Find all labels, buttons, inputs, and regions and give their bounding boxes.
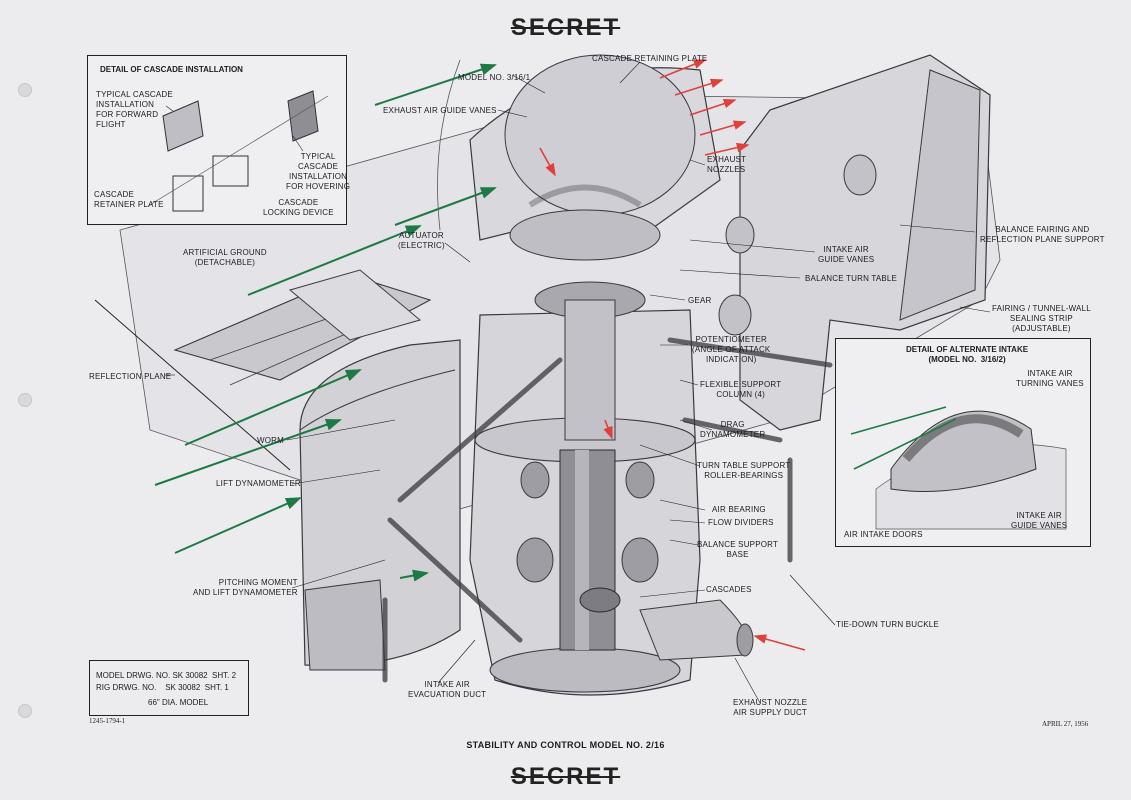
label-turning-vanes: INTAKE AIR TURNING VANES [1016, 369, 1084, 388]
label-locking-device: CASCADE LOCKING DEVICE [263, 198, 334, 217]
callout-balance-turn-table: BALANCE TURN TABLE [805, 274, 898, 283]
classification-top: SECRET [510, 14, 621, 41]
callout-actuator: ACTUATOR (ELECTRIC) [398, 231, 445, 250]
drawing-info-box: MODEL DRWG. NO. SK 30082 SHT. 2 RIG DRWG… [89, 660, 249, 716]
inset-alternate-intake: DETAIL OF ALTERNATE INTAKE (MODEL NO. 3/… [835, 338, 1091, 547]
callout-cascades: CASCADES [706, 585, 752, 594]
inset-intake-sketch [850, 406, 1067, 530]
callout-tie-down: TIE-DOWN TURN BUCKLE [836, 620, 939, 629]
inset-intake-title: DETAIL OF ALTERNATE INTAKE (MODEL NO. 3/… [906, 345, 1029, 364]
callout-flexible-support: FLEXIBLE SUPPORT COLUMN (4) [700, 380, 782, 399]
exhaust-supply-duct [639, 599, 754, 661]
drawing-reference: 1245-1794-1 [89, 717, 126, 725]
binder-hole [18, 704, 32, 718]
inset-cascade-title: DETAIL OF CASCADE INSTALLATION [100, 65, 243, 74]
callout-balance-fairing: BALANCE FAIRING AND REFLECTION PLANE SUP… [980, 225, 1105, 244]
info-rig-drawing: RIG DRWG. NO. SK 30082 SHT. 1 [96, 683, 229, 692]
balance-fairing-shape [718, 54, 991, 431]
callout-gear: GEAR [688, 296, 712, 305]
callout-intake-evacuation-duct: INTAKE AIR EVACUATION DUCT [408, 680, 487, 699]
info-model-size: 66" DIA. MODEL [148, 698, 209, 707]
drawing-title: STABILITY AND CONTROL MODEL NO. 2/16 [466, 740, 665, 750]
callout-drag-dynamometer: DRAG DYNAMOMETER [700, 420, 766, 439]
label-hovering: TYPICAL CASCADE INSTALLATION FOR HOVERIN… [286, 152, 351, 191]
callout-air-bearing: AIR BEARING [712, 505, 766, 514]
inset-cascade-installation: DETAIL OF CASCADE INSTALLATION TYPICAL C… [87, 55, 351, 225]
callout-exhaust-nozzle-duct: EXHAUST NOZZLE AIR SUPPLY DUCT [733, 698, 808, 717]
label-intake-doors: AIR INTAKE DOORS [844, 530, 923, 539]
callout-potentiometer: POTENTIOMETER (ANGLE OF ATTACK INDICATIO… [692, 335, 771, 364]
label-forward-flight: TYPICAL CASCADE INSTALLATION FOR FORWARD… [96, 90, 173, 129]
callout-artificial-ground: ARTIFICIAL GROUND (DETACHABLE) [183, 248, 267, 267]
reflection-plane-beams [173, 269, 432, 386]
callout-worm: WORM [257, 436, 285, 445]
central-cylinder [469, 309, 701, 696]
callout-model-no: MODEL NO. 3/16/1 [458, 73, 531, 82]
fan-housing [469, 54, 721, 441]
callout-fairing-tunnel: FAIRING / TUNNEL-WALL SEALING STRIP (ADJ… [992, 304, 1091, 333]
callout-balance-support-base: BALANCE SUPPORT BASE [697, 540, 779, 559]
callout-cascade-retaining-plate: CASCADE RETAINING PLATE [592, 54, 708, 63]
callout-turn-table-support: TURN TABLE SUPPORT ROLLER-BEARINGS [697, 461, 791, 480]
binder-hole [18, 393, 32, 407]
callout-flow-dividers: FLOW DIVIDERS [708, 518, 774, 527]
exhaust-flow-arrows [539, 59, 806, 651]
binder-hole [18, 83, 32, 97]
callout-intake-air-guide-vanes: INTAKE AIR GUIDE VANES [818, 245, 875, 264]
callout-pitching-moment: PITCHING MOMENT AND LIFT DYNAMOMETER [193, 578, 298, 597]
support-struts [382, 337, 833, 683]
label-retainer-plate: CASCADE RETAINER PLATE [94, 190, 164, 209]
left-cylinder [299, 339, 461, 671]
callout-exhaust-nozzles: EXHAUST NOZZLES [707, 155, 747, 174]
callout-lift-dynamometer: LIFT DYNAMOMETER [216, 479, 301, 488]
drawing-date: APRIL 27, 1956 [1042, 720, 1089, 728]
callout-reflection-plane: REFLECTION PLANE [89, 372, 172, 381]
classification-bottom: SECRET [510, 763, 621, 790]
callout-exhaust-air-guide-vanes: EXHAUST AIR GUIDE VANES [383, 106, 497, 115]
info-model-drawing: MODEL DRWG. NO. SK 30082 SHT. 2 [96, 671, 237, 680]
leader-lines [165, 61, 991, 704]
label-intake-guide-vanes: INTAKE AIR GUIDE VANES [1011, 511, 1068, 530]
inset-cascade-sketch [147, 90, 329, 212]
